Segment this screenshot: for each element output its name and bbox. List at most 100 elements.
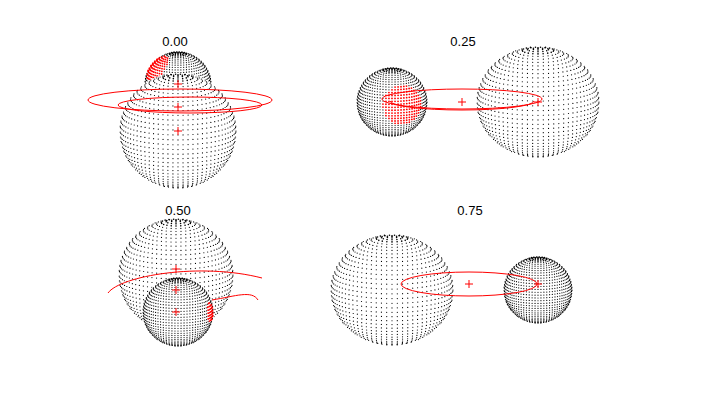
surface-dot — [158, 104, 159, 105]
surface-dot — [169, 60, 170, 61]
surface-dot — [185, 56, 186, 57]
surface-dot — [420, 118, 421, 119]
surface-dot — [222, 129, 223, 130]
surface-dot — [149, 137, 150, 138]
surface-dot — [147, 93, 148, 94]
surface-dot — [201, 69, 202, 70]
surface-dot — [172, 57, 173, 58]
surface-dot — [144, 142, 145, 143]
spot-dot — [164, 61, 166, 63]
surface-dot — [182, 185, 183, 186]
surface-dot — [234, 122, 235, 123]
surface-dot — [183, 60, 184, 61]
surface-dot — [130, 162, 131, 163]
surface-dot — [144, 164, 145, 165]
surface-dot — [225, 148, 226, 149]
surface-dot — [167, 119, 168, 120]
surface-dot — [187, 179, 188, 180]
surface-dot — [368, 126, 369, 127]
surface-dot — [233, 134, 234, 135]
surface-dot — [123, 119, 124, 120]
surface-dot — [137, 158, 138, 159]
surface-dot — [169, 62, 170, 63]
spot-dot — [403, 112, 405, 114]
spot-dot — [159, 67, 161, 69]
surface-dot — [125, 141, 126, 142]
surface-dot — [233, 143, 234, 144]
surface-dot — [204, 77, 205, 78]
surface-dot — [192, 176, 193, 177]
surface-dot — [191, 63, 192, 64]
surface-dot — [127, 102, 128, 103]
surface-dot — [406, 128, 407, 129]
surface-dot — [217, 93, 218, 94]
surface-dot — [123, 135, 124, 136]
surface-dot — [206, 68, 207, 69]
surface-dot — [188, 53, 189, 54]
surface-dot — [192, 134, 193, 135]
spot-dot — [161, 65, 163, 67]
surface-dot — [364, 119, 365, 120]
surface-dot — [206, 171, 207, 172]
surface-dot — [235, 126, 236, 127]
surface-dot — [231, 120, 232, 121]
surface-dot — [192, 179, 193, 180]
surface-dot — [177, 162, 178, 163]
surface-dot — [128, 147, 129, 148]
surface-dot — [203, 182, 204, 183]
surface-dot — [131, 123, 132, 124]
surface-dot — [172, 119, 173, 120]
surface-dot — [231, 125, 232, 126]
surface-dot — [191, 71, 192, 72]
surface-dot — [137, 154, 138, 155]
surface-dot — [126, 121, 127, 122]
surface-dot — [405, 132, 406, 133]
surface-dot — [130, 97, 131, 98]
surface-dot — [193, 55, 194, 56]
surface-dot — [363, 109, 364, 110]
surface-dot — [163, 181, 164, 182]
spot-dot — [403, 122, 405, 124]
surface-dot — [200, 72, 201, 73]
surface-dot — [361, 111, 362, 112]
surface-dot — [225, 138, 226, 139]
surface-dot — [123, 148, 124, 149]
surface-dot — [222, 95, 223, 96]
surface-dot — [158, 78, 159, 79]
surface-dot — [142, 172, 143, 173]
surface-dot — [133, 144, 134, 145]
surface-dot — [192, 144, 193, 145]
surface-dot — [166, 69, 167, 70]
surface-dot — [225, 107, 226, 108]
surface-dot — [382, 129, 383, 130]
surface-dot — [192, 61, 193, 62]
surface-dot — [128, 122, 129, 123]
surface-dot — [222, 134, 223, 135]
surface-dot — [137, 135, 138, 136]
surface-dot — [182, 55, 184, 57]
surface-dot — [197, 129, 198, 130]
spot-dot — [391, 118, 393, 120]
surface-dot — [141, 166, 142, 167]
surface-dot — [420, 112, 421, 113]
surface-dot — [197, 92, 198, 93]
surface-dot — [169, 67, 170, 68]
surface-dot — [204, 74, 205, 75]
surface-dot — [163, 100, 164, 101]
spot-dot — [406, 117, 408, 119]
surface-dot — [158, 182, 159, 183]
surface-dot — [361, 118, 362, 119]
spot-dot — [409, 111, 411, 113]
surface-dot — [220, 164, 221, 165]
surface-dot — [188, 119, 189, 120]
spot-dot — [391, 112, 393, 114]
surface-dot — [391, 123, 392, 124]
surface-dot — [415, 122, 416, 123]
surface-dot — [167, 76, 169, 78]
surface-dot — [192, 158, 193, 159]
surface-dot — [150, 94, 151, 95]
surface-dot — [199, 83, 200, 84]
surface-dot — [391, 132, 392, 133]
surface-dot — [187, 56, 188, 57]
surface-dot — [424, 113, 425, 114]
